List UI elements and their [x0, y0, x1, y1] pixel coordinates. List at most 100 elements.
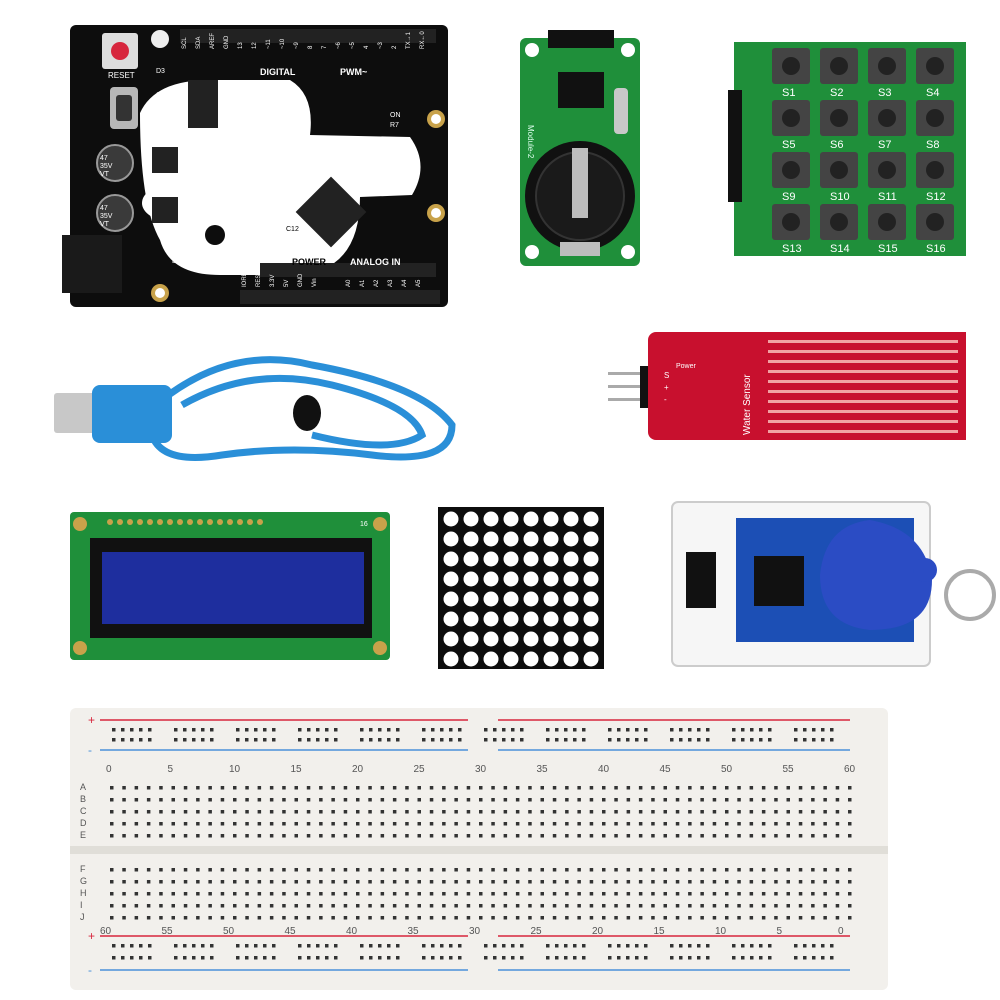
bb-rail-hole	[821, 944, 825, 948]
bb-hole	[602, 822, 606, 826]
matrix-led	[563, 571, 579, 587]
bb-hole	[811, 834, 815, 838]
bb-rail-hole	[201, 728, 205, 732]
bb-hole	[220, 822, 225, 826]
bb-hole	[405, 916, 409, 920]
cap-voltage-1: 35V	[100, 163, 113, 170]
matrix-led	[523, 551, 539, 567]
bb-rail-hole	[449, 728, 453, 732]
bb-hole	[257, 834, 262, 838]
matrix-led	[443, 631, 459, 647]
bb-rail-hole	[431, 728, 435, 732]
arduino-pin-label: SCL	[182, 37, 188, 49]
bb-hole	[466, 810, 471, 814]
bb-hole	[183, 834, 188, 838]
keypad-key-cap	[878, 161, 896, 179]
bb-hole	[110, 822, 114, 826]
keypad-key-label: S12	[926, 191, 946, 203]
matrix-led	[523, 631, 539, 647]
bb-hole	[196, 892, 200, 896]
bb-hole	[761, 798, 766, 802]
bb-rail-hole	[670, 738, 674, 742]
bb-rail-hole	[369, 728, 373, 732]
bb-hole	[479, 880, 483, 884]
bb-hole	[565, 916, 569, 920]
bb-rail-hole	[794, 728, 798, 732]
bb-hole	[725, 892, 729, 896]
matrix-led	[563, 531, 579, 547]
bb-rail-hole	[192, 738, 196, 742]
bb-rail-hole	[148, 956, 152, 960]
bb-hole	[405, 880, 409, 884]
bb-hole	[589, 868, 594, 872]
bb-rail-hole	[644, 728, 648, 732]
bb-rail-hole	[732, 738, 736, 742]
keypad-key-cap	[830, 57, 848, 75]
bb-hole	[663, 834, 667, 838]
bb-hole	[392, 880, 397, 884]
bb-hole	[491, 834, 495, 838]
bb-hole	[429, 892, 434, 896]
bb-hole	[392, 810, 397, 814]
bb-hole	[774, 834, 778, 838]
bb-rail-hole	[272, 738, 276, 742]
bb-hole	[700, 810, 704, 814]
bb-rail-hole	[697, 956, 701, 960]
bb-rail-hole	[369, 956, 373, 960]
arduino-power-pin-label: IOREF	[242, 268, 248, 287]
bb-hole	[712, 904, 717, 908]
bb-hole	[257, 798, 262, 802]
matrix-led	[563, 511, 579, 527]
bb-hole	[429, 868, 434, 872]
bb-rail-hole	[635, 956, 639, 960]
water-trace	[768, 380, 958, 383]
bb-hole	[319, 810, 323, 814]
bb-hole	[122, 822, 126, 826]
bb-rail-hole	[422, 956, 426, 960]
bb-hole	[749, 892, 754, 896]
keypad-key-cap	[878, 109, 896, 127]
bb-hole	[786, 916, 790, 920]
keypad-key-label: S7	[878, 139, 891, 151]
bb-hole	[589, 798, 594, 802]
bb-hole	[602, 786, 606, 790]
bb-rail-hole	[502, 944, 506, 948]
bb-hole	[503, 868, 508, 872]
bb-rail-hole	[750, 738, 754, 742]
matrix-led	[443, 531, 459, 547]
bb-hole	[688, 798, 692, 802]
keypad-key-cap	[878, 213, 896, 231]
matrix-led	[483, 531, 499, 547]
bb-hole	[712, 786, 717, 790]
keypad-key-cap	[782, 109, 800, 127]
bb-rail-hole	[148, 728, 152, 732]
matrix-led	[443, 611, 459, 627]
bb-hole	[171, 892, 175, 896]
bb-hole	[146, 904, 151, 908]
bb-rail-hole	[174, 728, 178, 732]
matrix-led	[583, 531, 599, 547]
keypad-key-cap	[830, 109, 848, 127]
bb-rail-hole	[334, 944, 338, 948]
bb-rail-hole	[130, 728, 134, 732]
bb-hole	[343, 904, 348, 908]
bb-hole	[356, 892, 360, 896]
bb-hole	[183, 892, 188, 896]
bb-hole	[134, 834, 139, 838]
bb-hole	[392, 868, 397, 872]
bb-hole	[405, 868, 409, 872]
bb-rail-hole	[546, 956, 550, 960]
bb-hole	[577, 880, 581, 884]
bb-rail-hole	[706, 956, 710, 960]
bb-column-number: 50	[223, 926, 235, 937]
bb-hole	[577, 798, 581, 802]
arduino-pin-label: ~11	[266, 39, 272, 49]
bb-hole	[454, 798, 458, 802]
bb-hole	[196, 810, 200, 814]
bb-rail-hole	[706, 738, 710, 742]
bb-rail-hole	[254, 956, 258, 960]
matrix-led	[523, 511, 539, 527]
bb-column-number: 40	[346, 926, 358, 937]
bb-hole	[848, 798, 852, 802]
